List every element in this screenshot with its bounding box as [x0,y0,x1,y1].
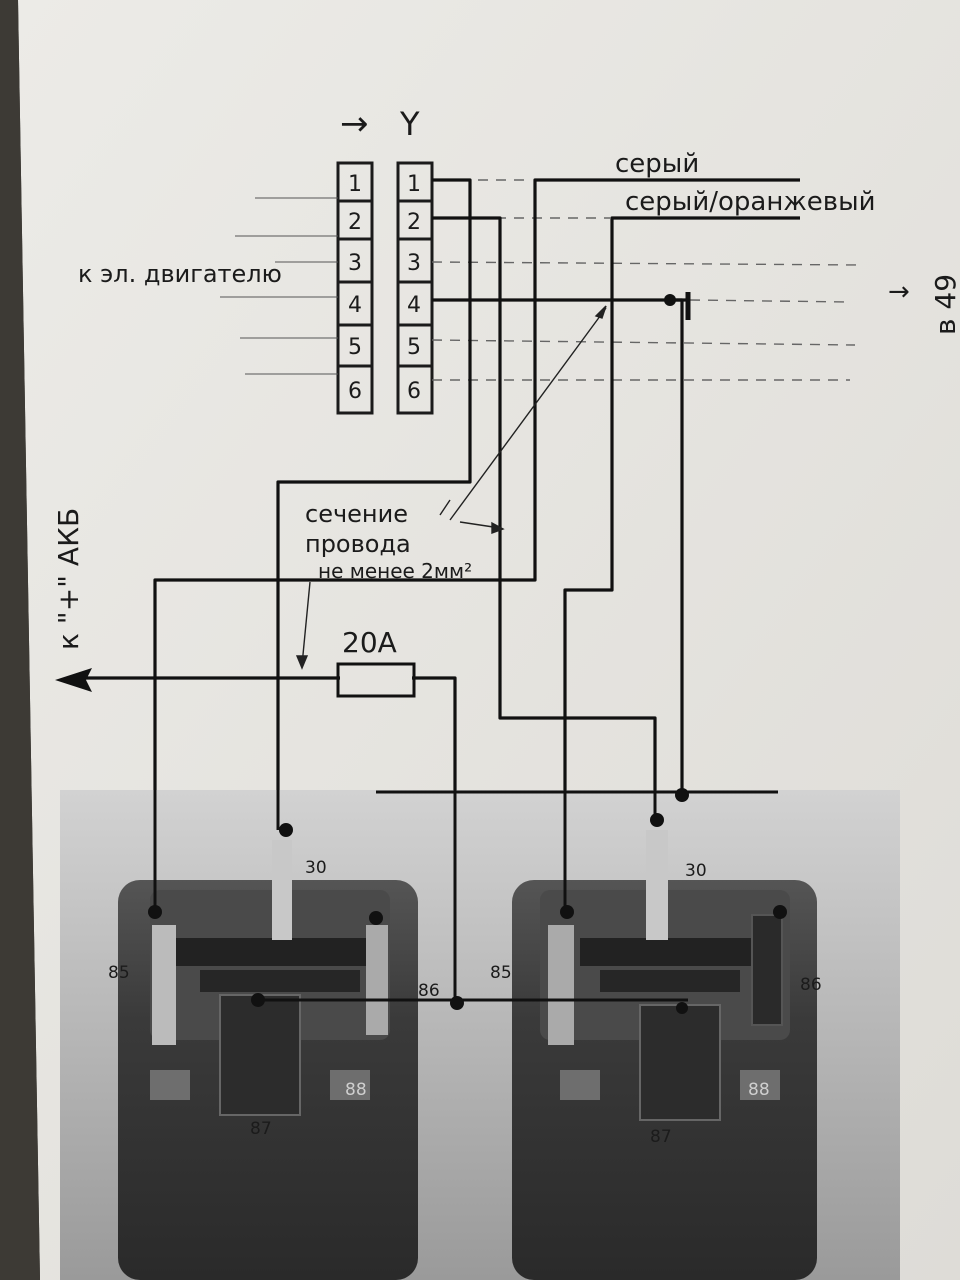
relay-left-pin-30: 30 [305,858,327,878]
right-pin-4: 4 [407,293,421,318]
right-pin-2: 2 [407,210,421,235]
motor-label: к эл. двигателю [78,260,282,288]
relay-left-pin-87: 87 [250,1119,272,1139]
left-pin-6: 6 [348,379,362,404]
left-pin-5: 5 [348,335,362,360]
battery-arrow-icon [55,668,92,692]
right-pin-6: 6 [407,379,421,404]
right-connector-pins: 1 2 3 4 5 6 [407,172,421,404]
fuse-label: 20A [342,626,397,659]
relay-left [118,840,418,1280]
wire-pin1 [276,178,472,830]
right-side-arrow: → [888,277,910,307]
relay-right-pin-86: 86 [800,975,822,995]
left-connector-pins: 1 2 3 4 5 6 [348,172,362,404]
note-pointers [295,305,607,670]
connector-header: → Y [340,104,420,144]
wire-pin2 [432,216,657,820]
left-pin-4: 4 [348,293,362,318]
right-connector [396,161,434,415]
right-pin-5: 5 [407,335,421,360]
left-connector [336,161,374,415]
header-arrow: → [340,104,369,144]
relay-right-pin-87: 87 [650,1127,672,1147]
cross-section-note: сечение провода не менее 2мм² [305,500,472,583]
relay-left-pin-86: 86 [418,981,440,1001]
wire-grey-orange [563,216,800,912]
cross-section-line3: не менее 2мм² [318,559,472,583]
motor-side-lines [220,197,338,375]
right-side-label: в 49 [929,274,960,335]
relay-left-pin-85: 85 [108,963,130,983]
battery-label: к "+" АКБ [52,508,85,650]
right-side-label-group: → в 49 [888,274,960,335]
relay-right-pin-30: 30 [685,861,707,881]
cross-section-line2: провода [305,530,411,558]
relay-right-labels: 30 85 86 87 88 [490,861,822,1147]
wire-label-grey: серый [615,149,699,179]
wire-grey [153,178,800,912]
relay-left-labels: 30 85 86 87 88 [108,858,440,1139]
wire-label-grey-orange: серый/оранжевый [625,187,876,217]
right-pin-3: 3 [407,251,421,276]
header-symbol: Y [399,105,420,143]
relay-right [512,830,817,1280]
right-pin-1: 1 [407,172,421,197]
relay-right-pin-88: 88 [748,1080,770,1100]
table-edge [0,0,40,1280]
left-pin-1: 1 [348,172,362,197]
left-pin-2: 2 [348,210,362,235]
fuse-20a [336,662,416,698]
left-pin-3: 3 [348,251,362,276]
relay-left-pin-88: 88 [345,1080,367,1100]
relay-right-pin-85: 85 [490,963,512,983]
relay-wires-overlay [153,790,778,1003]
junction-dots [148,294,787,1014]
cross-section-line1: сечение [305,500,408,528]
